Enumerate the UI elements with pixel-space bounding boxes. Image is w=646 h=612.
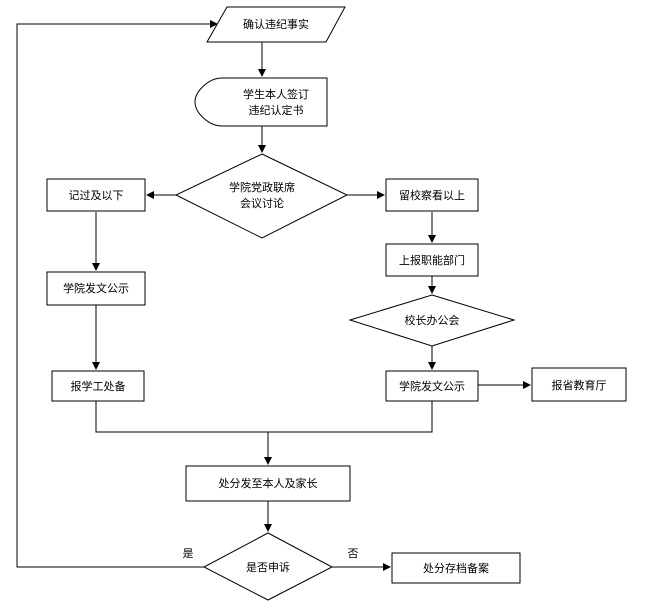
node-confirm-facts-label: 确认违纪事实 [243,17,309,31]
node-report-education-dept-label: 报省教育厅 [552,378,607,392]
node-demerit-or-below: 记过及以下 [46,178,146,212]
node-principal-office-meeting-label: 校长办公会 [405,313,460,327]
node-report-student-affairs: 报学工处备 [51,370,145,402]
node-report-student-affairs-label: 报学工处备 [71,379,126,393]
node-archive-record-label: 处分存档备案 [423,561,489,575]
node-report-functional-dept: 上报职能部门 [385,243,479,277]
node-appeal-decision-label: 是否申诉 [246,561,290,574]
edge-label-yes: 是 [183,547,194,560]
node-archive-record: 处分存档备案 [391,552,521,584]
node-college-notice-right: 学院发文公示 [385,370,479,402]
node-probation-or-above-label: 留校察看以上 [399,188,465,202]
edge-merge-branches [95,401,433,433]
node-appeal-decision: 是否申诉 [202,532,334,601]
node-college-notice-right-label: 学院发文公示 [399,379,465,393]
node-report-education-dept: 报省教育厅 [531,367,627,402]
node-demerit-or-below-label: 记过及以下 [69,189,124,202]
node-principal-office-meeting: 校长办公会 [348,294,516,347]
node-college-meeting-line1: 学院党政联席 [229,180,295,194]
node-college-notice-left-label: 学院发文公示 [63,281,129,295]
edge-label-no: 否 [348,547,359,560]
node-probation-or-above: 留校察看以上 [385,178,479,212]
node-send-to-student-parents: 处分发至本人及家长 [185,465,351,502]
edge-appeal-loop-back [16,20,218,568]
node-confirm-facts: 确认违纪事实 [206,6,346,43]
node-college-meeting-line2: 会议讨论 [240,196,284,210]
node-student-sign-line2: 违纪认定书 [249,103,304,117]
node-student-sign: 学生本人签订 违纪认定书 [194,77,328,127]
node-report-functional-dept-label: 上报职能部门 [399,253,465,267]
edges [16,20,531,571]
node-send-to-student-parents-label: 处分发至本人及家长 [219,476,318,490]
node-college-meeting: 学院党政联席 会议讨论 [174,153,349,239]
node-student-sign-line1: 学生本人签订 [243,87,309,101]
node-college-notice-left: 学院发文公示 [46,271,146,306]
